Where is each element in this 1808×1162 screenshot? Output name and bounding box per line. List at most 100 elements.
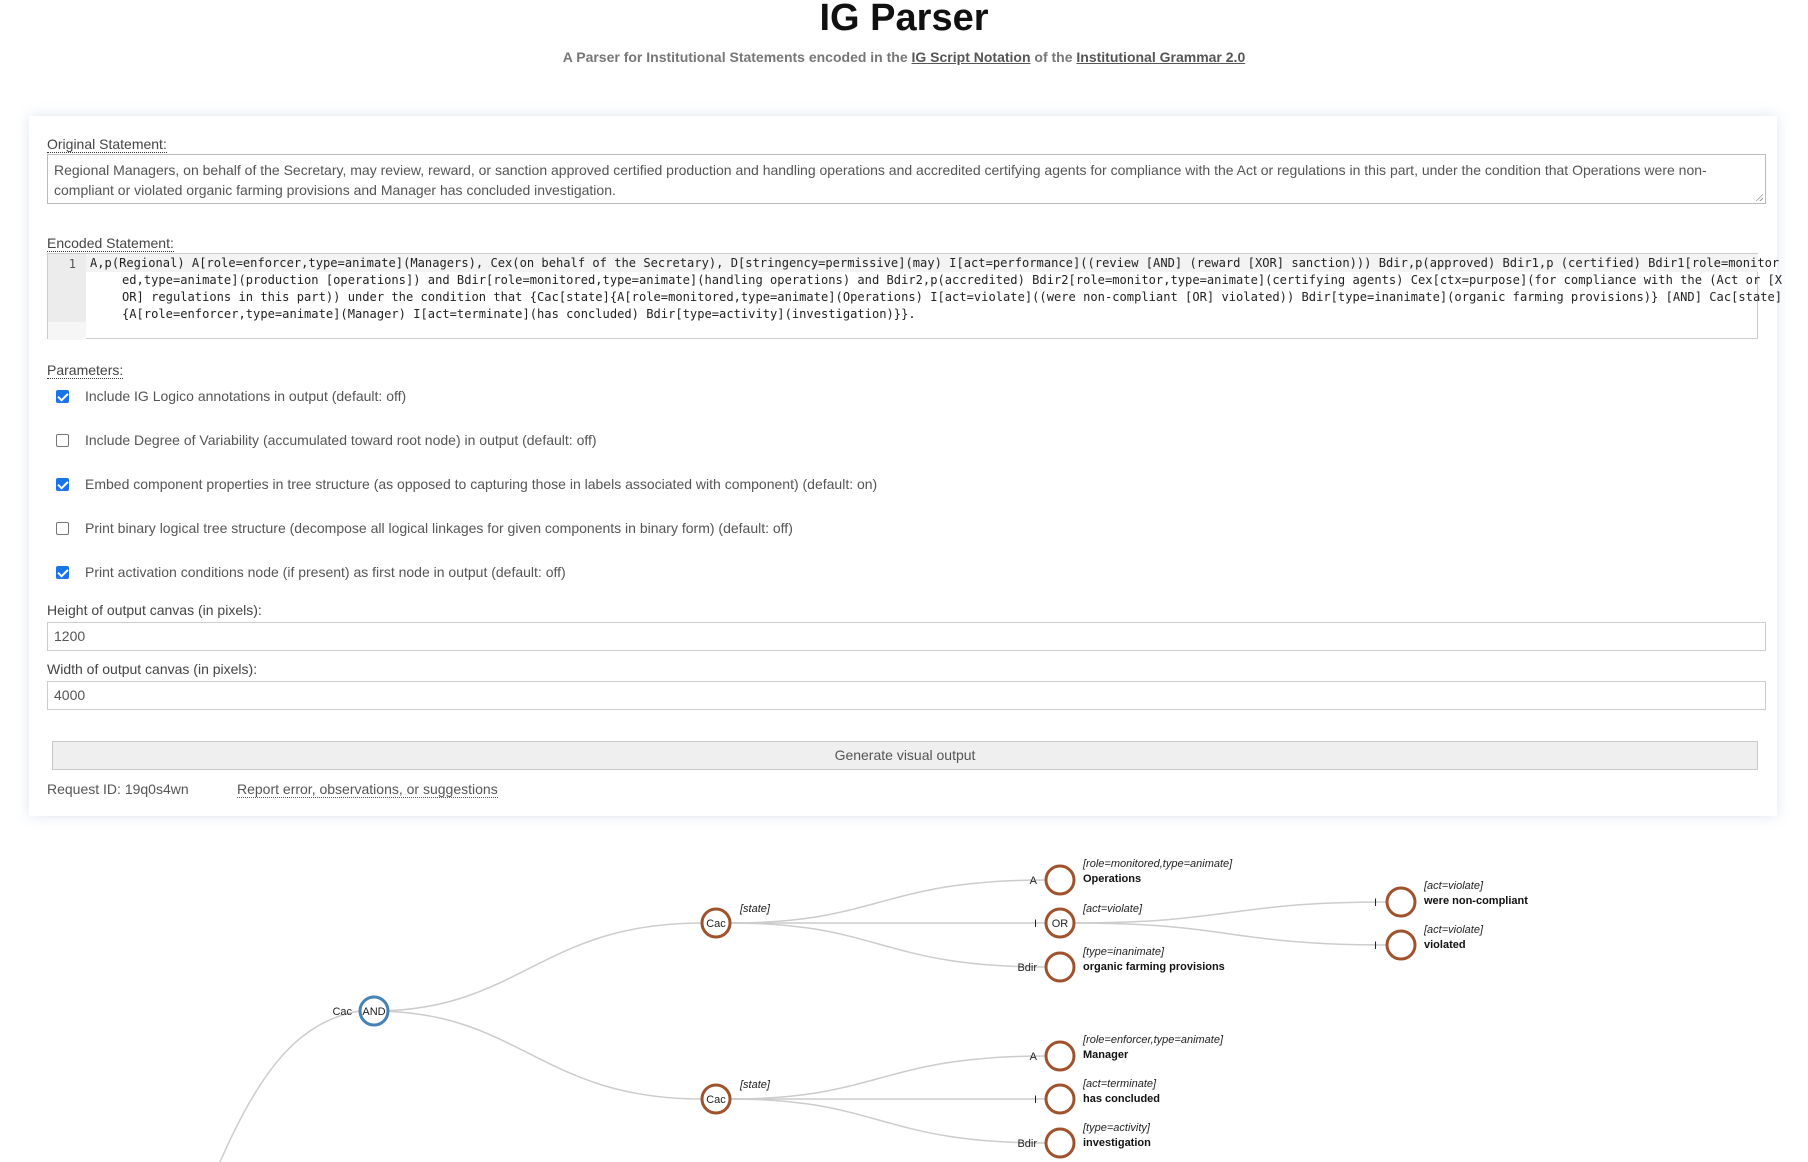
link-cac2-investigation bbox=[730, 1098, 1047, 1144]
hc-node-circle[interactable] bbox=[1044, 1083, 1076, 1115]
param-label: Include Degree of Variability (accumulat… bbox=[85, 432, 597, 448]
manager-value: Manager bbox=[1083, 1049, 1129, 1061]
root-node-circle[interactable] bbox=[358, 995, 390, 1027]
operations-value: Operations bbox=[1083, 873, 1141, 885]
checkbox-activation-conditions-first[interactable] bbox=[56, 565, 69, 579]
link-root-parent bbox=[219, 1010, 361, 1162]
tree-node-were-non-compliant: I [act=violate] were non-compliant bbox=[1374, 880, 1528, 918]
link-cac2-manager bbox=[730, 1055, 1047, 1100]
hc-prop: [act=terminate] bbox=[1082, 1078, 1157, 1090]
param-logico-annotations[interactable]: Include IG Logico annotations in output … bbox=[47, 386, 406, 406]
link-cac1-ofp bbox=[730, 922, 1047, 968]
institutional-grammar-link[interactable]: Institutional Grammar 2.0 bbox=[1076, 49, 1246, 65]
subtitle-text-pre: A Parser for Institutional Statements en… bbox=[562, 49, 912, 65]
tree-node-has-concluded: I [act=terminate] has concluded bbox=[1034, 1078, 1160, 1115]
resize-grip-icon[interactable] bbox=[1755, 193, 1763, 201]
violated-node-circle[interactable] bbox=[1385, 929, 1417, 961]
parser-form-panel: Original Statement: Regional Managers, o… bbox=[29, 116, 1782, 816]
link-and-cac1 bbox=[373, 922, 703, 1012]
output-tree-canvas: Cac AND Cac [state] Cac [state] A [role=… bbox=[219, 858, 1528, 1162]
gutter-filler bbox=[48, 322, 86, 340]
manager-edge-label: A bbox=[1030, 1051, 1038, 1063]
original-statement-label: Original Statement: bbox=[47, 136, 167, 153]
original-statement-text: Regional Managers, on behalf of the Secr… bbox=[54, 162, 1707, 198]
tree-node-cac2: Cac [state] bbox=[700, 1079, 771, 1115]
hc-edge-label: I bbox=[1034, 1094, 1037, 1106]
link-cac1-operations bbox=[730, 879, 1047, 924]
param-binary-tree[interactable]: Print binary logical tree structure (dec… bbox=[47, 518, 793, 538]
canvas-height-label: Height of output canvas (in pixels): bbox=[47, 602, 262, 618]
inv-prop: [type=activity] bbox=[1082, 1122, 1151, 1134]
cac2-node-label: Cac bbox=[706, 1094, 726, 1106]
tree-node-root: Cac AND bbox=[332, 995, 390, 1027]
cac1-prop: [state] bbox=[739, 903, 771, 915]
violated-value: violated bbox=[1424, 939, 1466, 951]
line-number-gutter: 1 bbox=[48, 254, 86, 322]
ofp-prop: [type=inanimate] bbox=[1082, 946, 1165, 958]
line-number: 1 bbox=[68, 257, 76, 271]
checkbox-logico-annotations[interactable] bbox=[56, 389, 69, 403]
encoded-statement-code[interactable]: A,p(Regional) A[role=enforcer,type=anima… bbox=[90, 256, 1783, 321]
checkbox-binary-tree[interactable] bbox=[56, 521, 69, 535]
cac2-node-circle[interactable] bbox=[700, 1083, 732, 1115]
inv-node-circle[interactable] bbox=[1044, 1127, 1076, 1159]
page-title: IG Parser bbox=[819, 0, 989, 39]
param-label: Include IG Logico annotations in output … bbox=[85, 388, 407, 404]
tree-links bbox=[219, 879, 1387, 1162]
operations-edge-label: A bbox=[1030, 875, 1038, 887]
hc-value: has concluded bbox=[1083, 1093, 1160, 1105]
or-node-label: OR bbox=[1052, 918, 1069, 930]
wnc-node-circle[interactable] bbox=[1385, 886, 1417, 918]
inv-edge-label: Bdir bbox=[1017, 1138, 1037, 1150]
request-id: Request ID: 19q0s4wn bbox=[47, 781, 189, 797]
inv-value: investigation bbox=[1083, 1137, 1151, 1149]
report-feedback-link[interactable]: Report error, observations, or suggestio… bbox=[237, 781, 498, 798]
parameters-label: Parameters: bbox=[47, 362, 124, 379]
canvas-width-input[interactable]: 4000 bbox=[47, 681, 1766, 710]
cac2-prop: [state] bbox=[739, 1079, 771, 1091]
link-or-violated bbox=[1074, 922, 1387, 946]
encoded-statement-label: Encoded Statement: bbox=[47, 235, 174, 252]
generate-visual-output-button[interactable]: Generate visual output bbox=[52, 741, 1758, 770]
wnc-value: were non-compliant bbox=[1423, 895, 1528, 907]
canvas-height-input[interactable]: 1200 bbox=[47, 622, 1766, 651]
operations-prop: [role=monitored,type=animate] bbox=[1082, 858, 1233, 870]
page-subtitle: A Parser for Institutional Statements en… bbox=[0, 49, 1808, 65]
ofp-edge-label: Bdir bbox=[1017, 962, 1037, 974]
or-edge-label: I bbox=[1034, 918, 1037, 930]
link-or-noncompliant bbox=[1074, 901, 1387, 924]
tree-node-cac1: Cac [state] bbox=[700, 903, 771, 939]
cac1-node-label: Cac bbox=[706, 918, 726, 930]
root-node-label: AND bbox=[362, 1006, 385, 1018]
param-degree-of-variability[interactable]: Include Degree of Variability (accumulat… bbox=[47, 430, 597, 450]
tree-node-or: I OR [act=violate] bbox=[1034, 903, 1143, 939]
wnc-prop: [act=violate] bbox=[1423, 880, 1484, 892]
param-label: Embed component properties in tree struc… bbox=[85, 476, 878, 492]
encoded-statement-editor[interactable]: 1 A,p(Regional) A[role=enforcer,type=ani… bbox=[47, 253, 1782, 340]
original-statement-textarea[interactable]: Regional Managers, on behalf of the Secr… bbox=[47, 154, 1766, 204]
root-left-label: Cac bbox=[332, 1006, 352, 1018]
param-activation-conditions-first[interactable]: Print activation conditions node (if pre… bbox=[47, 562, 566, 582]
param-label: Print activation conditions node (if pre… bbox=[85, 564, 566, 580]
ig-script-notation-link[interactable]: IG Script Notation bbox=[911, 49, 1031, 65]
active-line-highlight bbox=[86, 254, 1758, 272]
operations-node-circle[interactable] bbox=[1044, 864, 1076, 896]
or-node-circle[interactable] bbox=[1044, 907, 1076, 939]
param-label: Print binary logical tree structure (dec… bbox=[85, 520, 793, 536]
manager-prop: [role=enforcer,type=animate] bbox=[1082, 1034, 1224, 1046]
param-embed-properties[interactable]: Embed component properties in tree struc… bbox=[47, 474, 877, 494]
violated-prop: [act=violate] bbox=[1423, 924, 1484, 936]
tree-node-operations: A [role=monitored,type=animate] Operatio… bbox=[1030, 858, 1233, 896]
ofp-value: organic farming provisions bbox=[1083, 961, 1225, 973]
canvas-width-label: Width of output canvas (in pixels): bbox=[47, 661, 258, 677]
manager-node-circle[interactable] bbox=[1044, 1040, 1076, 1072]
cac1-node-circle[interactable] bbox=[700, 907, 732, 939]
violated-edge-label: I bbox=[1374, 940, 1377, 952]
link-and-cac2 bbox=[373, 1010, 703, 1100]
checkbox-degree-of-variability[interactable] bbox=[56, 433, 69, 447]
subtitle-text-mid: of the bbox=[1030, 49, 1077, 65]
checkbox-embed-properties[interactable] bbox=[56, 477, 69, 491]
wnc-edge-label: I bbox=[1374, 897, 1377, 909]
tree-node-investigation: Bdir [type=activity] investigation bbox=[1017, 1122, 1151, 1159]
ofp-node-circle[interactable] bbox=[1044, 951, 1076, 983]
